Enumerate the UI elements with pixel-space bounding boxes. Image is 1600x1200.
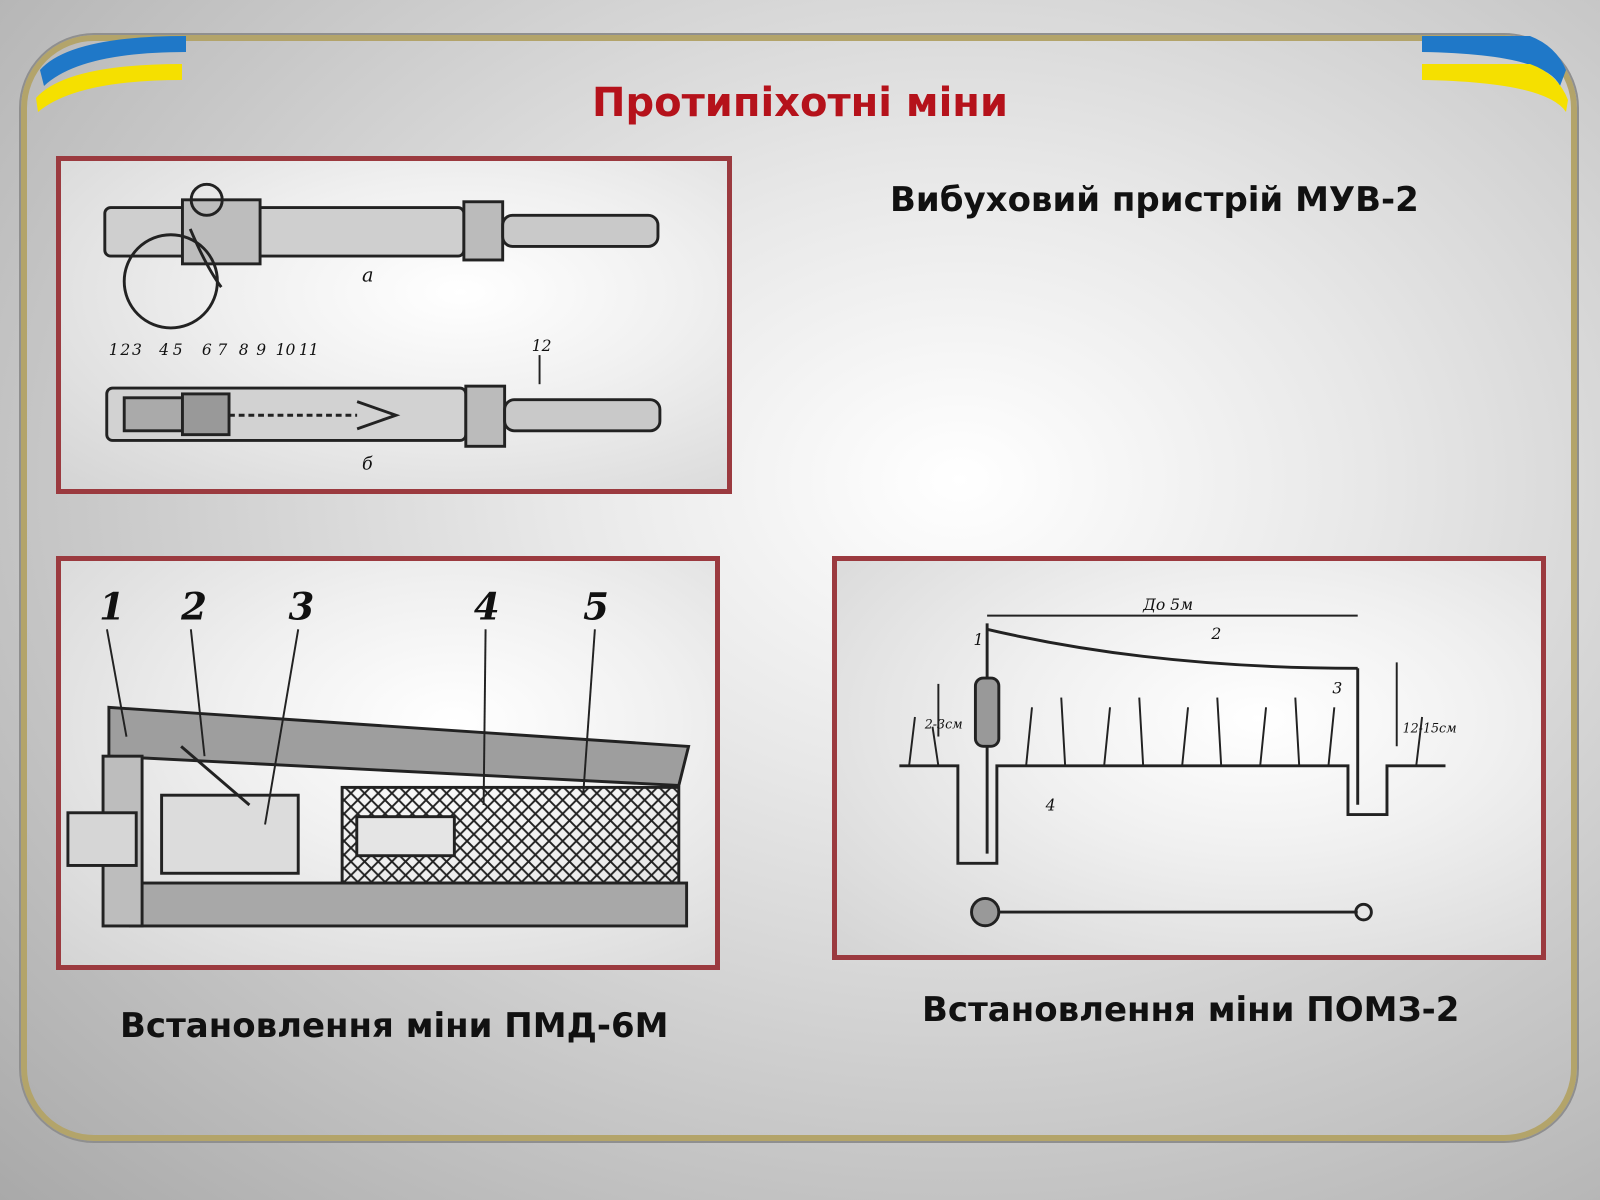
- pmd6m-drawing: 1 2 3 4 5: [66, 585, 691, 928]
- part-label: 1: [973, 631, 983, 649]
- part-label: 4: [474, 585, 500, 629]
- part-label: 2: [1210, 625, 1221, 643]
- flag-ribbon-right: [1422, 36, 1568, 112]
- figure-pmd6m: 1 2 3 4 5: [56, 556, 720, 970]
- part-label: 9: [256, 341, 266, 359]
- part-label: 3: [132, 341, 142, 359]
- height-right-label: 12-15см: [1403, 721, 1457, 736]
- caption-pomz2: Встановлення міни ПОМЗ-2: [922, 990, 1460, 1030]
- part-label: 4: [158, 341, 169, 359]
- figure-pomz2: До 5м 2-3см 12-15см 1 2 3 4: [832, 556, 1546, 960]
- slide-title: Протипіхотні міни: [592, 80, 1008, 126]
- muv2-drawing: а б 1 2 3 4 5 6 7 8 9 10 11 12: [103, 182, 662, 475]
- figure-muv2: а б 1 2 3 4 5 6 7 8 9 10 11 12: [56, 156, 732, 494]
- part-label: 10: [276, 341, 296, 359]
- part-label: 5: [583, 585, 609, 629]
- part-label: 5: [173, 341, 183, 359]
- view-b-label: б: [362, 455, 373, 475]
- part-label: 1: [99, 585, 125, 629]
- height-left-label: 2-3см: [924, 717, 963, 732]
- part-label: 7: [217, 341, 227, 359]
- part-label: 4: [1045, 797, 1056, 815]
- part-label: 3: [1332, 680, 1342, 698]
- part-label: 12: [532, 337, 552, 355]
- part-label: 6: [202, 341, 212, 359]
- part-label: 11: [299, 341, 319, 359]
- view-a-label: а: [362, 263, 374, 286]
- part-label: 8: [239, 341, 249, 359]
- part-label: 1: [109, 341, 119, 359]
- part-label: 3: [288, 585, 314, 629]
- pomz2-drawing: До 5м 2-3см 12-15см 1 2 3 4: [899, 596, 1457, 928]
- part-label: 2: [119, 341, 130, 359]
- caption-muv2: Вибуховий пристрій МУВ-2: [890, 180, 1419, 220]
- caption-pmd6m: Встановлення міни ПМД-6М: [120, 1006, 669, 1046]
- distance-label: До 5м: [1142, 596, 1193, 614]
- part-label: 2: [180, 585, 207, 629]
- flag-ribbon-left: [36, 36, 186, 112]
